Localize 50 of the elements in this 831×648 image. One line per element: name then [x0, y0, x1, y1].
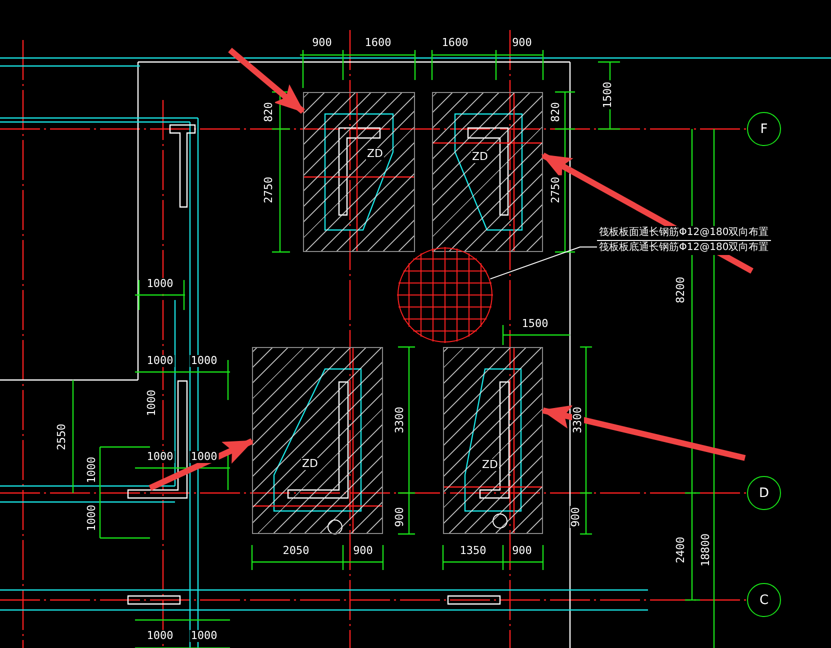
dimension-value: 1000: [86, 456, 98, 484]
dimension-value: 2400: [675, 536, 687, 564]
dimension-value: 820: [263, 101, 275, 123]
dimension-value: 1600: [364, 37, 392, 49]
leader-line: [490, 246, 598, 280]
pit-label: ZD: [366, 148, 384, 160]
pit-label: ZD: [481, 459, 500, 471]
foundation-pit-outline: [303, 92, 415, 252]
dimension-value: 8200: [675, 276, 687, 304]
arrow: [148, 438, 254, 491]
dimension-value: 3300: [394, 406, 406, 434]
dimension-value: 1500: [602, 80, 614, 110]
dimension-value: 900: [511, 545, 533, 557]
foundation-pit-outline: [252, 347, 383, 534]
dimension-value: 2750: [550, 176, 562, 204]
dimension-value: 900: [394, 506, 406, 528]
dimension-value: 900: [311, 37, 333, 49]
arrow: [541, 405, 746, 461]
dimension-value: 1000: [86, 504, 98, 532]
dimension-value: 1000: [146, 388, 158, 418]
dimension-value: 1500: [520, 318, 550, 330]
dimension-value: 1000: [146, 355, 174, 367]
dimension-value: 900: [352, 545, 374, 557]
dimension-value: 1000: [190, 451, 218, 463]
rebar-note: 筏板板面通长钢筋Φ12@180双向布置: [597, 226, 771, 241]
grid-axis-bubble: D: [747, 476, 781, 510]
grid-axis-bubble: F: [747, 112, 781, 146]
foundation-pit-outline: [443, 347, 543, 534]
rebar-mesh-drawing: [397, 247, 493, 343]
dimension-value: 1600: [440, 37, 470, 49]
pit-label: ZD: [471, 151, 490, 163]
arrow: [228, 48, 305, 114]
dimension-value: 2050: [282, 545, 310, 557]
dimension-value: 2550: [56, 422, 68, 452]
pit-label: ZD: [301, 458, 320, 470]
rebar-note: 筏板板底通长钢筋Φ12@180双向布置: [597, 241, 771, 255]
dimension-value: 3300: [572, 406, 584, 434]
dimension-value: 820: [550, 101, 562, 123]
dimension-value: 18800: [700, 532, 712, 568]
dimension-value: 2750: [263, 176, 275, 204]
dimension-value: 1000: [146, 630, 174, 642]
grid-axis-bubble: C: [747, 583, 781, 617]
dimension-value: 1350: [458, 545, 488, 557]
dimension-value: 1000: [190, 355, 218, 367]
dimension-value: 1000: [146, 278, 174, 290]
dimension-value: 1000: [190, 630, 218, 642]
foundation-pit-outline: [432, 92, 543, 252]
dimension-value: 900: [511, 37, 533, 49]
dimension-value: 900: [570, 506, 582, 528]
dimension-value: 1000: [146, 451, 174, 463]
